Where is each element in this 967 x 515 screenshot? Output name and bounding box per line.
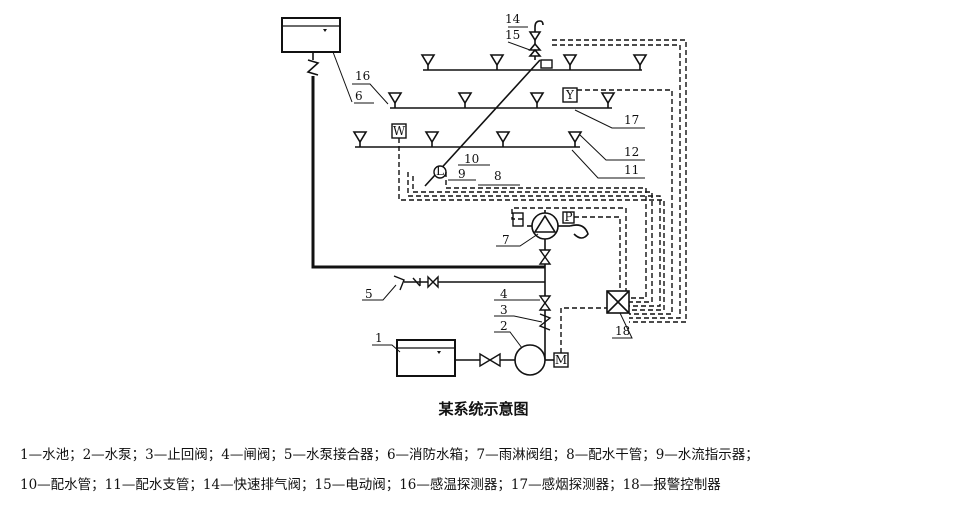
label-18: 18 xyxy=(615,324,630,338)
system-schematic: W Y L P xyxy=(281,12,687,377)
label-15: 15 xyxy=(505,28,520,42)
valve-gauge-right: P xyxy=(562,210,575,224)
electric-valve-actuator xyxy=(540,59,553,69)
label-2: 2 xyxy=(500,319,508,333)
label-6: 6 xyxy=(355,89,363,103)
exhaust-assembly xyxy=(528,20,544,60)
water-pool xyxy=(396,339,456,377)
fire-water-tank xyxy=(281,17,341,53)
label-5: 5 xyxy=(365,287,373,301)
heat-detector: W xyxy=(391,123,407,139)
label-8: 8 xyxy=(494,169,502,183)
legend-line-2: 10—配水管；11—配水支管；14—快速排气阀；15—电动阀；16—感温探测器；… xyxy=(20,477,721,493)
signal-wiring xyxy=(398,39,687,353)
tank-check-valve xyxy=(306,52,320,76)
svg-text:P: P xyxy=(564,210,572,224)
branch-pipes xyxy=(355,69,642,148)
valve-below-deluge xyxy=(538,249,552,265)
distribution-pipe xyxy=(424,59,541,187)
water-pump xyxy=(514,344,555,376)
smoke-detector: Y xyxy=(562,87,578,103)
svg-text:Y: Y xyxy=(565,88,575,102)
leader-lines xyxy=(352,26,645,353)
main-riser xyxy=(450,210,546,361)
deluge-valve xyxy=(527,212,589,240)
label-11: 11 xyxy=(624,163,639,177)
leader-6 xyxy=(332,51,353,103)
figure-title: 某系统示意图 xyxy=(438,400,529,418)
alarm-controller xyxy=(606,290,630,314)
svg-text:W: W xyxy=(393,124,406,138)
svg-text:L: L xyxy=(436,164,444,178)
gate-valve-4 xyxy=(538,295,552,311)
pump-connector xyxy=(393,275,450,291)
label-17: 17 xyxy=(624,113,639,127)
svg-text:M: M xyxy=(555,353,567,367)
label-3: 3 xyxy=(500,303,508,317)
tank-riser-pipe xyxy=(311,76,545,269)
check-valve-3 xyxy=(538,313,552,331)
label-7: 7 xyxy=(502,233,510,247)
part-number-labels: 14 15 16 6 17 12 10 9 8 11 7 5 4 3 2 1 1… xyxy=(355,12,639,345)
label-9: 9 xyxy=(458,167,466,181)
label-1: 1 xyxy=(375,331,383,345)
water-flow-indicator: L xyxy=(433,164,447,179)
label-14: 14 xyxy=(505,12,521,26)
label-16: 16 xyxy=(355,69,370,83)
pump-motor: M xyxy=(553,352,569,368)
label-10: 10 xyxy=(464,152,479,166)
suction-gate-valve xyxy=(479,352,501,368)
label-4: 4 xyxy=(500,287,508,301)
label-12: 12 xyxy=(624,145,639,159)
legend-line-1: 1—水池；2—水泵；3—止回阀；4—闸阀；5—水泵接合器；6—消防水箱；7—雨淋… xyxy=(20,447,759,463)
